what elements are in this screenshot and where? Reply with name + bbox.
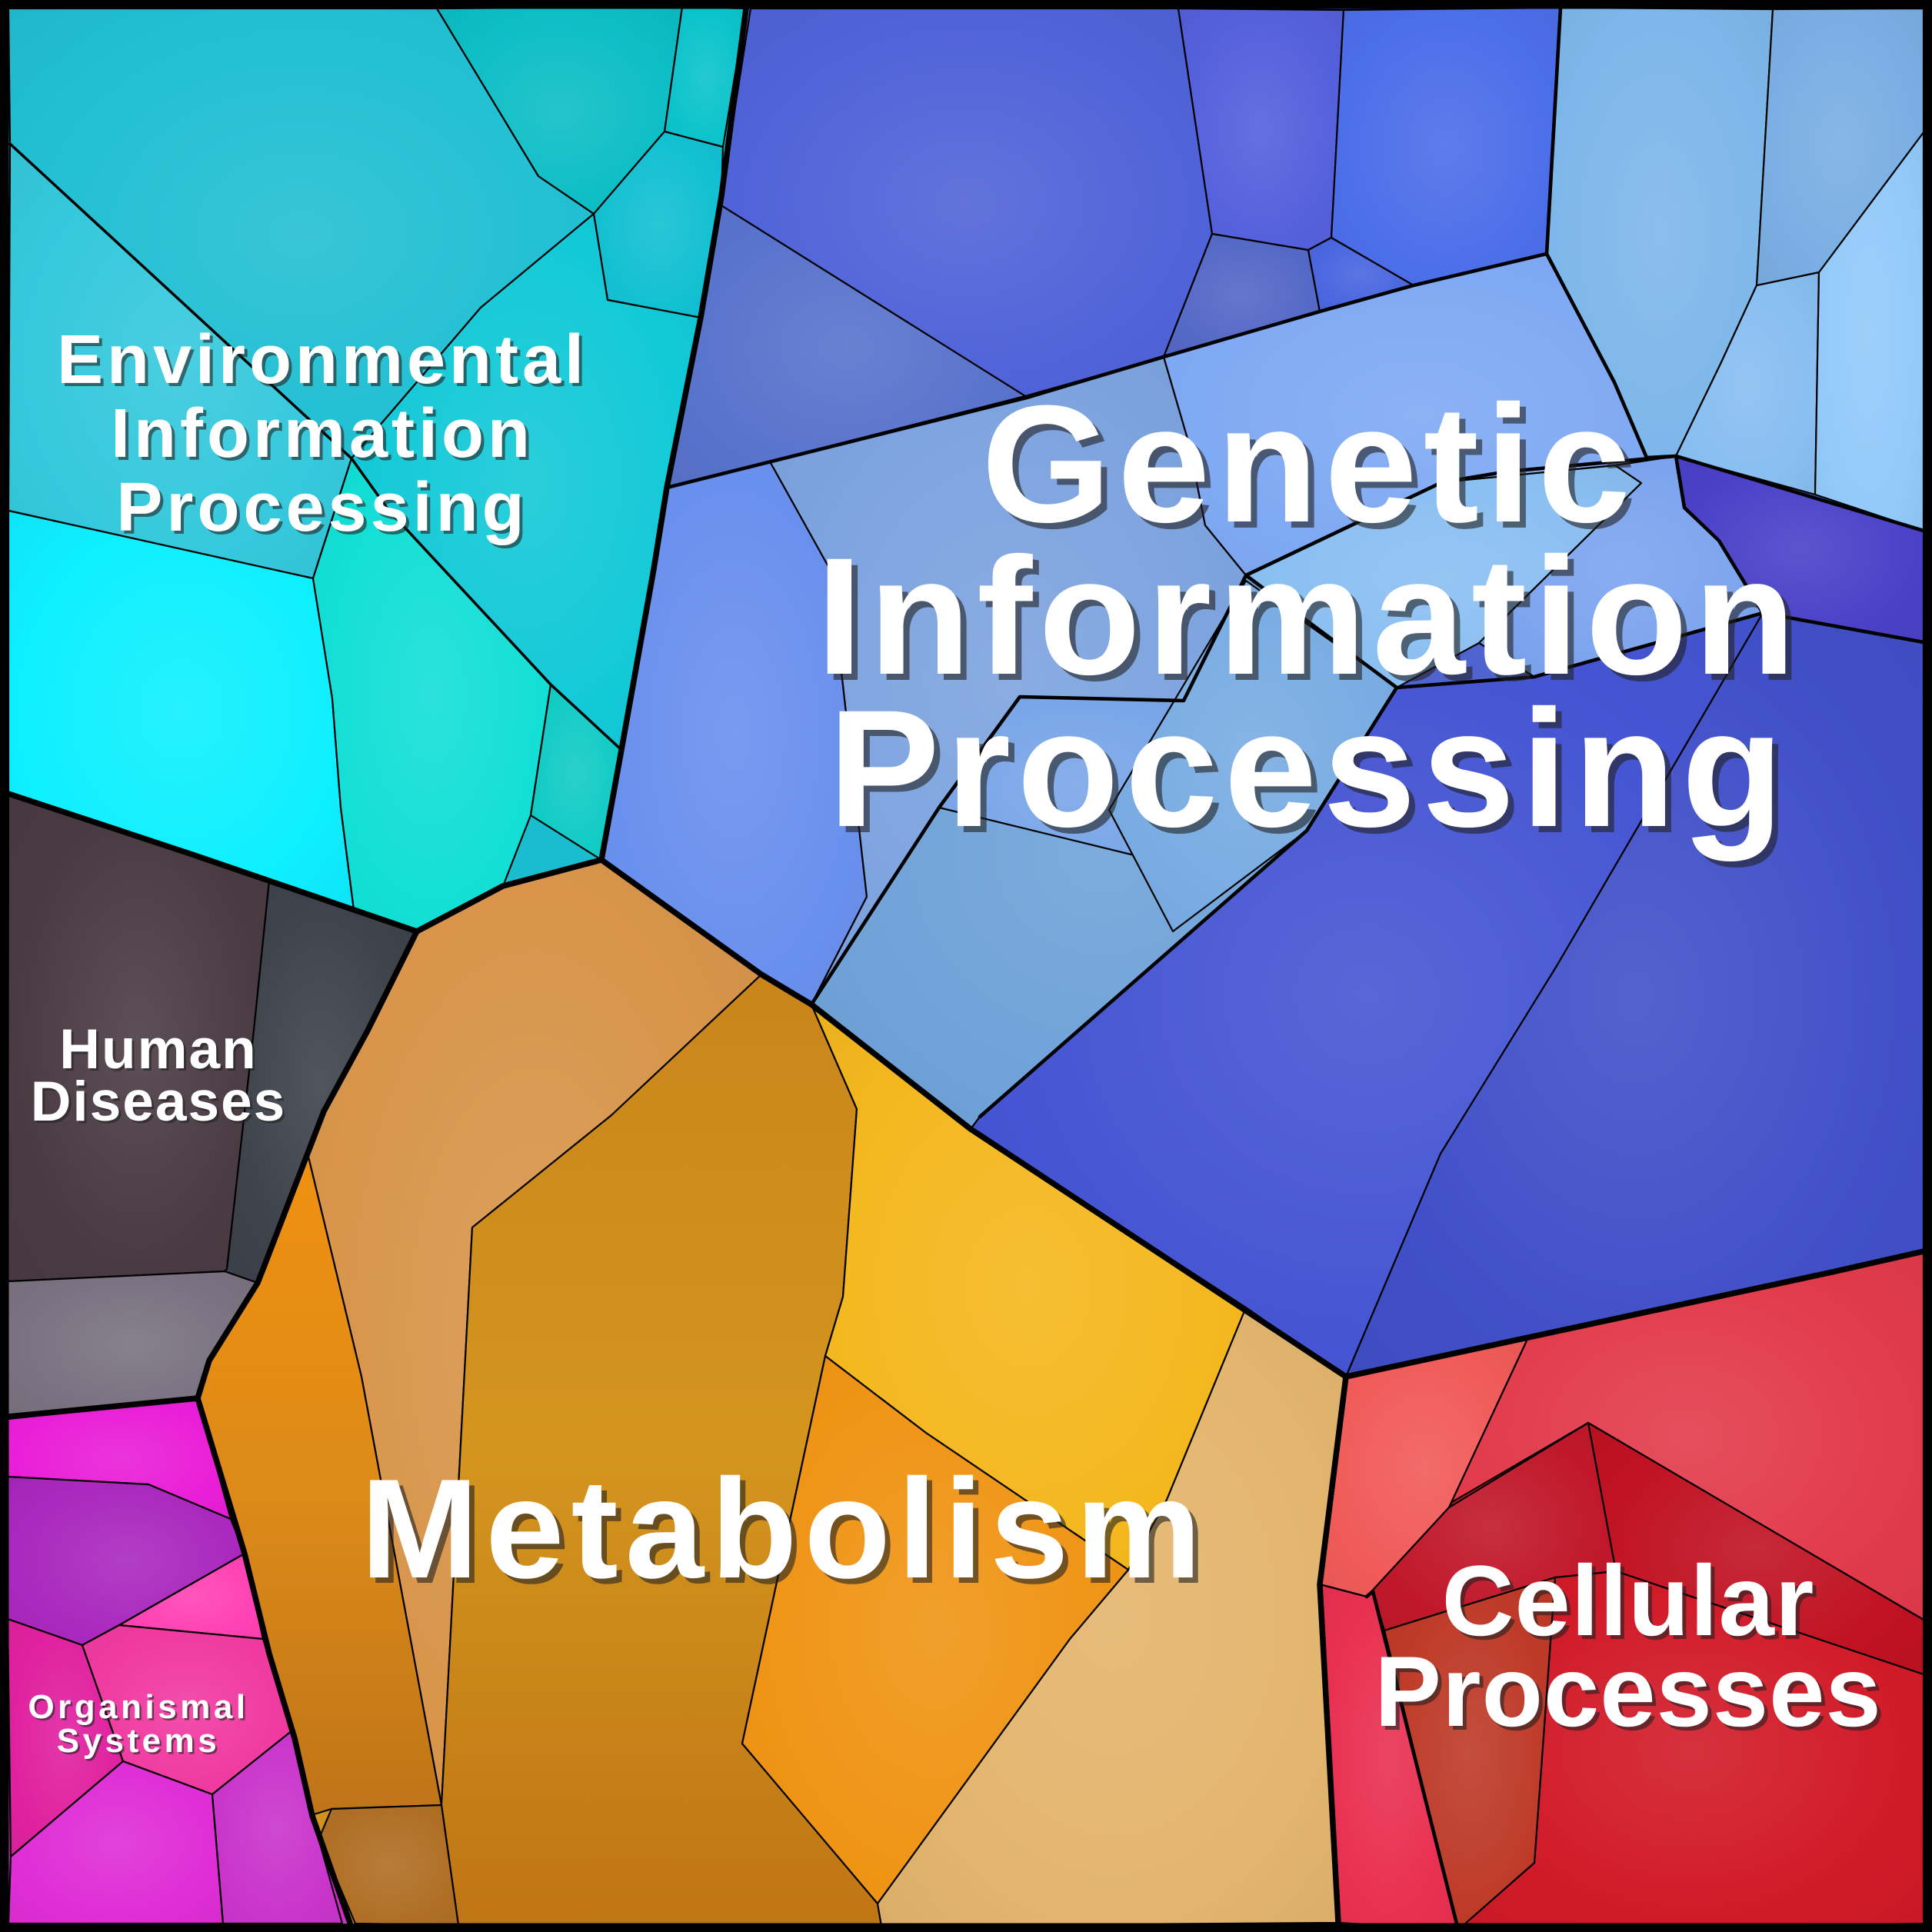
svg-text:Organismal: Organismal <box>30 1690 251 1728</box>
svg-text:Information: Information <box>822 529 1807 715</box>
svg-text:Processing: Processing <box>116 469 528 546</box>
svg-text:Metabolism: Metabolism <box>361 1449 1208 1607</box>
svg-text:Systems: Systems <box>58 1724 222 1762</box>
svg-text:Human: Human <box>59 1018 257 1081</box>
svg-text:Systems: Systems <box>57 1722 221 1760</box>
svg-text:Environmental: Environmental <box>57 321 588 398</box>
svg-text:Information: Information <box>816 523 1801 709</box>
svg-text:Processes: Processes <box>1374 1635 1882 1747</box>
svg-text:Information: Information <box>111 395 534 472</box>
svg-text:Cellular: Cellular <box>1442 1544 1815 1657</box>
svg-text:Diseases: Diseases <box>31 1071 287 1133</box>
svg-text:Information: Information <box>114 398 537 475</box>
svg-text:Human: Human <box>62 1021 259 1083</box>
svg-text:Cellular: Cellular <box>1446 1548 1819 1661</box>
svg-text:Genetic: Genetic <box>988 377 1643 563</box>
svg-text:Environmental: Environmental <box>60 325 591 401</box>
svg-text:Organismal: Organismal <box>28 1688 248 1726</box>
svg-text:Genetic: Genetic <box>981 371 1637 557</box>
svg-text:Processing: Processing <box>119 472 531 549</box>
svg-text:Processes: Processes <box>1378 1639 1886 1751</box>
svg-text:Processing: Processing <box>834 681 1796 868</box>
svg-text:Processing: Processing <box>828 675 1790 861</box>
svg-text:Diseases: Diseases <box>33 1073 289 1135</box>
svg-text:Metabolism: Metabolism <box>366 1454 1214 1613</box>
